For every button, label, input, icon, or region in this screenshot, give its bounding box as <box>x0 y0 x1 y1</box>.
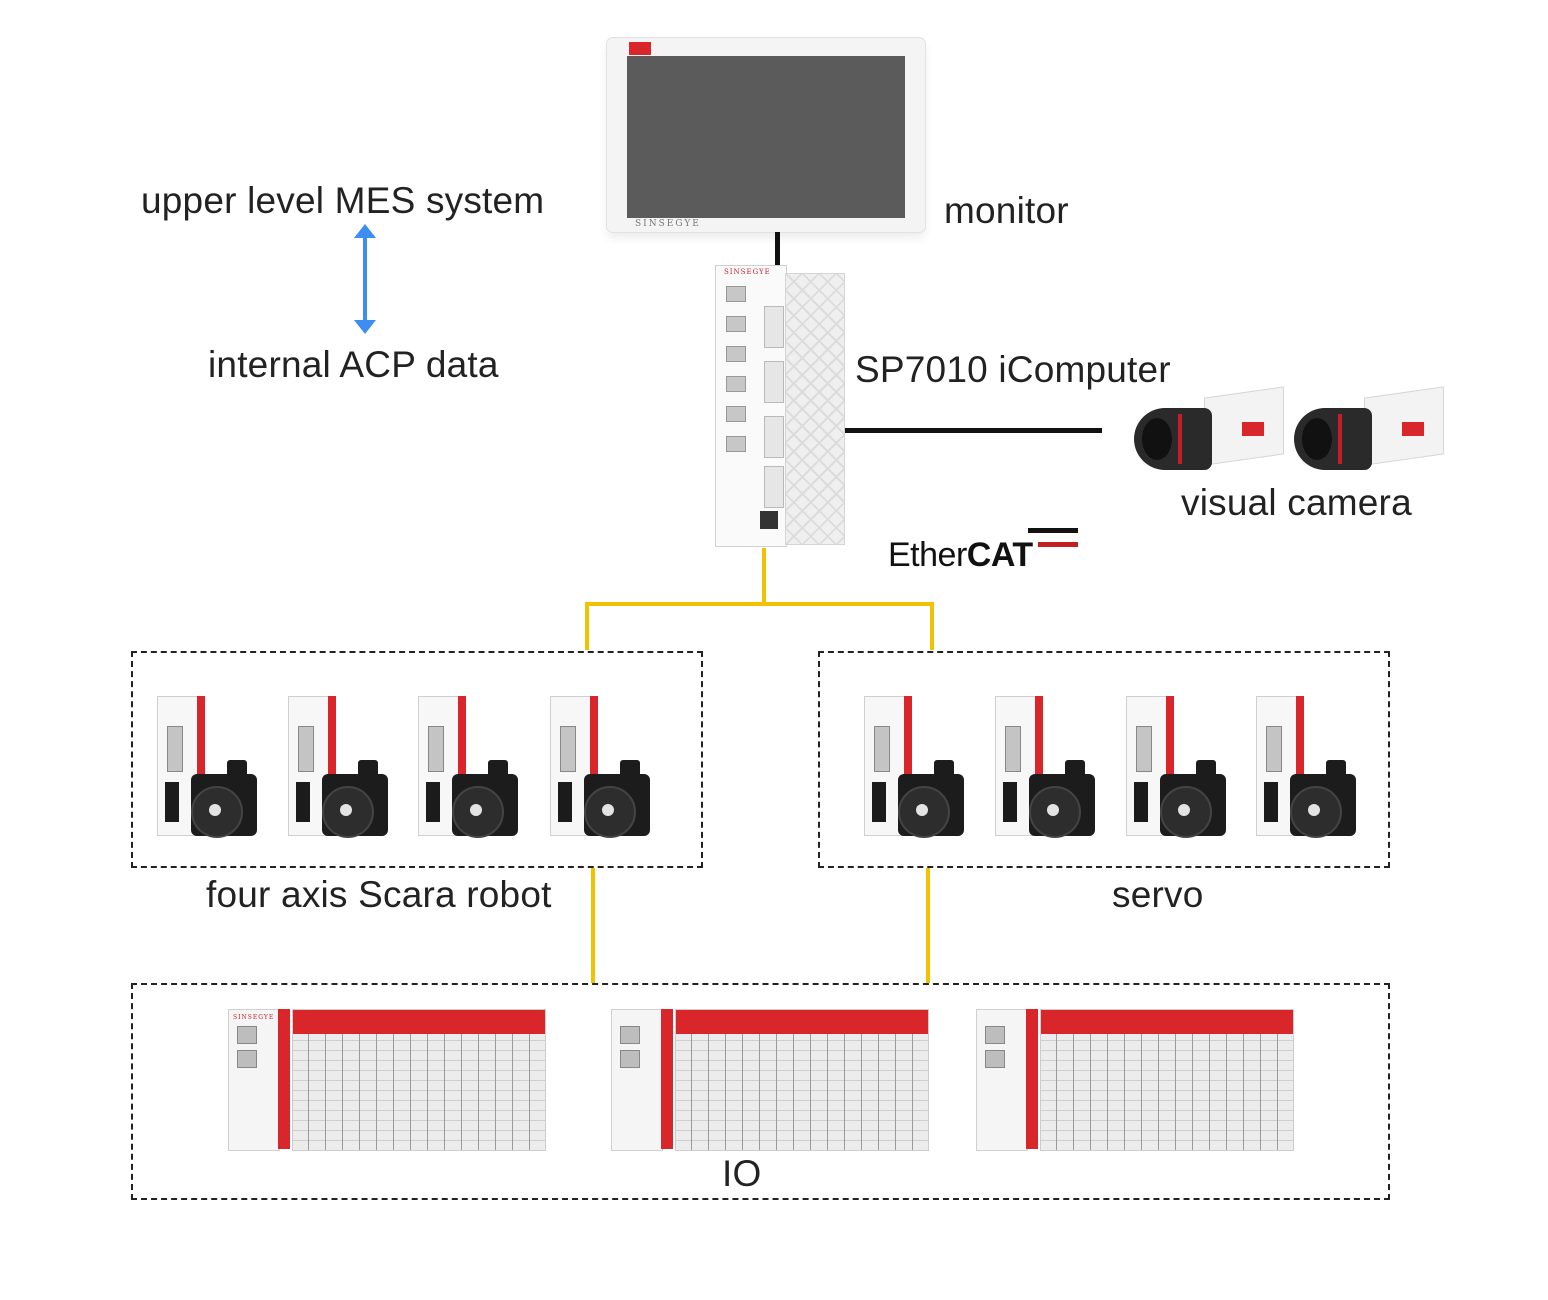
scara-label: four axis Scara robot <box>206 874 552 915</box>
ethernet-port-icon <box>726 376 746 392</box>
camera-image <box>1294 378 1444 478</box>
terminal-block <box>764 416 784 458</box>
camera-cable <box>845 428 1102 433</box>
brand-logo-icon <box>629 42 651 55</box>
ethercat-logo-plain: Ether <box>888 536 967 574</box>
camera-image <box>1134 378 1284 478</box>
io-label: IO <box>722 1153 762 1194</box>
io-rack <box>611 1009 929 1151</box>
ethercat-wire <box>762 548 766 604</box>
acp-label: internal ACP data <box>208 344 499 385</box>
monitor-image: SINSEGYE <box>607 38 925 232</box>
ethercat-wire <box>930 602 934 650</box>
ethernet-port-icon <box>726 406 746 422</box>
terminal-block <box>764 361 784 403</box>
servo-drive-unit <box>1256 696 1366 838</box>
monitor-brand-mark: SINSEGYE <box>635 219 701 229</box>
io-rack <box>976 1009 1294 1151</box>
usb-port-icon <box>726 286 746 302</box>
monitor-cable <box>775 232 780 266</box>
computer-label: SP7010 iComputer <box>855 349 1171 390</box>
ethercat-wire <box>926 868 930 983</box>
servo-drive-unit <box>157 696 267 838</box>
mes-label: upper level MES system <box>141 180 545 221</box>
servo-label: servo <box>1112 874 1204 915</box>
servo-drive-unit <box>550 696 660 838</box>
computer-image: SINSEGYE <box>715 265 845 548</box>
io-rack: SINSEGYE <box>228 1009 546 1151</box>
ethercat-logo-bold: CAT <box>966 536 1033 574</box>
scara-group-box <box>131 651 703 868</box>
io-group-box <box>131 983 1390 1200</box>
servo-drive-unit <box>1126 696 1236 838</box>
servo-drive-unit <box>418 696 528 838</box>
heatsink-fins <box>785 273 845 545</box>
bidirectional-arrow-icon <box>354 224 376 334</box>
camera-label: visual camera <box>1181 482 1412 523</box>
ethercat-logo: EtherCAT <box>888 528 1078 575</box>
ethercat-wire <box>585 602 589 650</box>
ethernet-port-icon <box>726 346 746 362</box>
servo-drive-unit <box>995 696 1105 838</box>
ethernet-port-icon <box>726 316 746 332</box>
servo-drive-unit <box>864 696 974 838</box>
computer-brand-mark: SINSEGYE <box>724 268 771 276</box>
ethernet-port-icon <box>726 436 746 452</box>
monitor-screen <box>627 56 905 218</box>
brand-logo-icon <box>760 511 778 529</box>
terminal-block <box>764 466 784 508</box>
terminal-block <box>764 306 784 348</box>
servo-drive-unit <box>288 696 398 838</box>
ethercat-wire <box>585 602 934 606</box>
ethercat-wire <box>591 868 595 983</box>
monitor-label: monitor <box>944 190 1069 231</box>
computer-body: SINSEGYE <box>715 265 787 547</box>
servo-group-box <box>818 651 1390 868</box>
